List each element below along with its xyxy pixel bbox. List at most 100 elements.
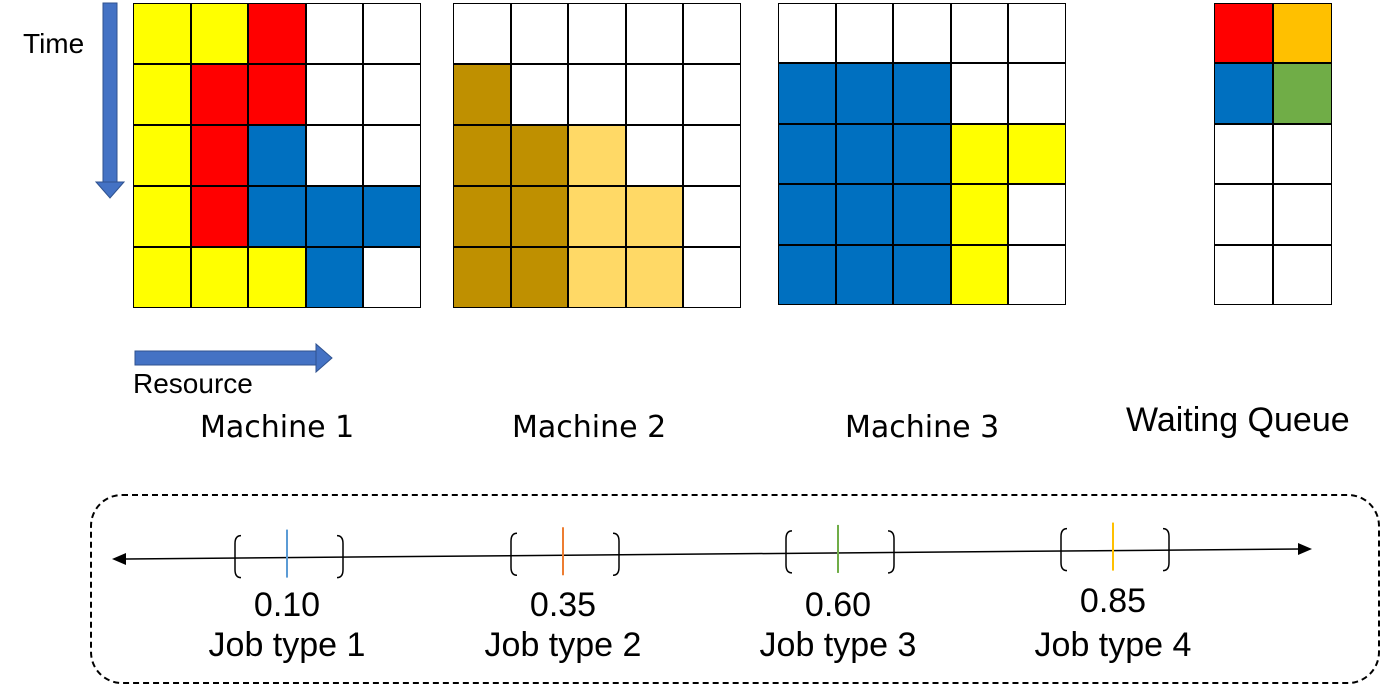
machine-2-cell-r5-c4 (626, 248, 683, 307)
job-type-4-marker (1060, 522, 1170, 572)
job-type-1-left-bracket (234, 534, 242, 579)
machine-3-cell-r5-c5 (1009, 245, 1065, 304)
waiting-queue-cell-r1-c1 (1215, 4, 1272, 63)
machine-1-label: Machine 1 (200, 410, 355, 445)
machine-2-cell-r4-c1 (454, 187, 510, 246)
machine-3-label: Machine 3 (845, 410, 1000, 445)
machine-1-cell-r2-c1 (134, 65, 190, 124)
job-type-4-label: Job type 4 (1034, 626, 1192, 664)
machine-1-cell-r4-c1 (134, 187, 190, 246)
machine-2-cell-r1-c1 (454, 4, 510, 63)
machine-3-cell-r3-c4 (951, 124, 1008, 184)
machine-1-cell-r1-c3 (249, 4, 305, 63)
machine-1-cell-r3-c3 (249, 126, 305, 185)
waiting-queue-cell-r2-c1 (1215, 64, 1272, 123)
machine-1-cell-r4-c3 (249, 187, 305, 246)
machine-3-cell-r3-c5 (1009, 124, 1065, 184)
waiting-queue-cell-r3-c2 (1274, 124, 1331, 184)
resource-arrow (134, 342, 333, 374)
machine-2-cell-r5-c5 (684, 248, 740, 307)
machine-3-cell-r1-c4 (951, 4, 1008, 63)
job-type-4-right-bracket (1162, 527, 1170, 572)
job-type-1-marker (234, 529, 344, 579)
machine-1-cell-r3-c5 (364, 126, 420, 185)
machine-3-cell-r2-c3 (894, 64, 950, 123)
machine-2-cell-r2-c2 (511, 65, 568, 124)
machine-3-cell-r5-c1 (779, 245, 835, 304)
time-label: Time (23, 28, 85, 59)
machine-3-cell-r1-c1 (779, 4, 835, 63)
machine-1-cell-r1-c1 (134, 4, 190, 63)
machine-3-cell-r3-c1 (779, 124, 835, 184)
job-type-3-value: 0.60 (804, 586, 872, 624)
machine-1-cell-r4-c2 (191, 187, 248, 246)
machine-3-cell-r4-c1 (779, 185, 835, 244)
machine-2-cell-r1-c5 (684, 4, 740, 63)
job-type-2-value: 0.35 (529, 586, 597, 624)
waiting-queue-cell-r3-c1 (1215, 124, 1272, 184)
machine-1-cell-r5-c5 (364, 248, 420, 307)
job-type-1-value: 0.10 (253, 586, 321, 624)
machine-1-cell-r2-c5 (364, 65, 420, 124)
machine-1-cell-r2-c4 (306, 65, 363, 124)
machine-2-cell-r2-c1 (454, 65, 510, 124)
job-type-3-marker (785, 524, 895, 574)
machine-2-cell-r1-c3 (569, 4, 625, 63)
machine-3-cell-r2-c2 (836, 64, 893, 123)
machine-3-cell-r5-c2 (836, 245, 893, 304)
machine-3-cell-r4-c4 (951, 185, 1008, 244)
machine-2-cell-r4-c4 (626, 187, 683, 246)
machine-1-cell-r4-c4 (306, 187, 363, 246)
machine-1-cell-r1-c2 (191, 4, 248, 63)
machine-1-cell-r5-c4 (306, 248, 363, 307)
machine-3-grid (778, 3, 1066, 305)
machine-1-grid (133, 3, 421, 308)
machine-3-cell-r2-c5 (1009, 64, 1065, 123)
machine-2-cell-r1-c2 (511, 4, 568, 63)
machine-3-cell-r3-c2 (836, 124, 893, 184)
machine-3-cell-r1-c2 (836, 4, 893, 63)
machine-2-cell-r2-c4 (626, 65, 683, 124)
machine-3-cell-r4-c2 (836, 185, 893, 244)
machine-3-cell-r4-c3 (894, 185, 950, 244)
job-type-3-left-bracket (785, 530, 793, 574)
resource-label: Resource (133, 368, 253, 399)
waiting-queue-cell-r5-c2 (1274, 245, 1331, 304)
axis-right-arrowhead (1298, 543, 1312, 555)
machine-2-cell-r2-c3 (569, 65, 625, 124)
waiting-queue-grid (1214, 3, 1332, 305)
machine-2-cell-r4-c5 (684, 187, 740, 246)
machine-3-cell-r5-c3 (894, 245, 950, 304)
machine-3-cell-r1-c5 (1009, 4, 1065, 63)
job-type-2-left-bracket (510, 532, 518, 577)
machine-2-cell-r3-c3 (569, 126, 625, 185)
machine-1-cell-r1-c5 (364, 4, 420, 63)
job-type-1-label: Job type 1 (208, 626, 366, 664)
machine-2-cell-r4-c3 (569, 187, 625, 246)
machine-1-cell-r3-c4 (306, 126, 363, 185)
machine-2-label: Machine 2 (512, 410, 667, 445)
machine-1-cell-r4-c5 (364, 187, 420, 246)
job-type-legend (90, 494, 1380, 684)
machine-2-cell-r4-c2 (511, 187, 568, 246)
job-type-3-right-bracket (887, 530, 895, 574)
machine-2-cell-r3-c5 (684, 126, 740, 185)
machine-2-cell-r5-c3 (569, 248, 625, 307)
machine-1-cell-r5-c2 (191, 248, 248, 307)
machine-1-cell-r1-c4 (306, 4, 363, 63)
machine-2-cell-r1-c4 (626, 4, 683, 63)
machine-2-cell-r3-c1 (454, 126, 510, 185)
machine-2-cell-r3-c2 (511, 126, 568, 185)
job-type-2-right-bracket (612, 532, 620, 577)
job-type-2-marker (510, 527, 620, 577)
waiting-queue-cell-r4-c1 (1215, 185, 1272, 244)
axis-left-arrowhead (112, 553, 126, 565)
machine-3-cell-r1-c3 (894, 4, 950, 63)
machine-1-cell-r2-c2 (191, 65, 248, 124)
job-type-3-label: Job type 3 (759, 626, 917, 664)
waiting-queue-cell-r4-c2 (1274, 185, 1331, 244)
job-type-1-right-bracket (336, 534, 344, 579)
machine-1-cell-r3-c1 (134, 126, 190, 185)
